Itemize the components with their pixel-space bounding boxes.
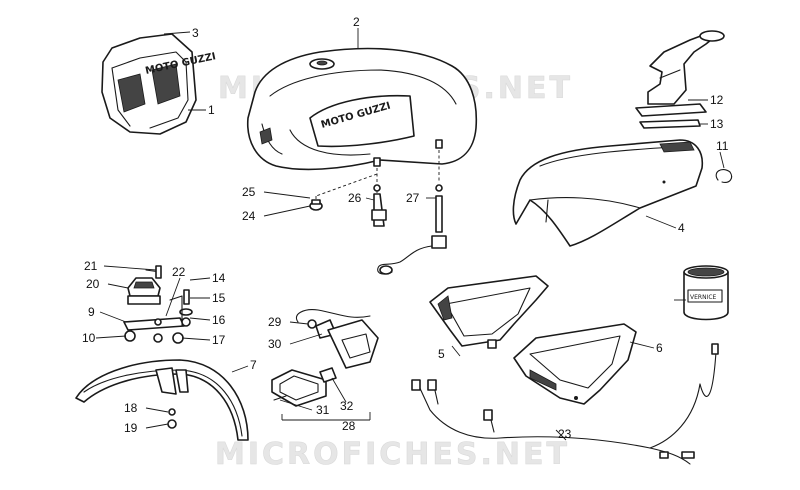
leader-lines (95, 28, 725, 441)
fuel-tank-part: MOTO GUZZI (246, 47, 478, 171)
callout-19: 19 (124, 421, 138, 435)
callout-7: 7 (250, 358, 257, 372)
callout-31: 31 (316, 403, 330, 417)
clip-part (715, 169, 733, 183)
callout-24: 24 (242, 209, 256, 223)
callout-4: 4 (678, 221, 685, 235)
callout-labels: 1 2 3 4 5 6 7 12 13 11 9 10 14 15 16 17 … (82, 15, 729, 441)
callout-28: 28 (342, 419, 356, 433)
callout-30: 30 (268, 337, 282, 351)
callout-21: 21 (84, 259, 98, 273)
right-side-cover-part (513, 323, 637, 405)
callout-18: 18 (124, 401, 138, 415)
callout-29: 29 (268, 315, 282, 329)
can-label: VERNICE (690, 294, 717, 301)
callout-26: 26 (348, 191, 362, 205)
callout-6: 6 (656, 341, 663, 355)
indicator-parts (271, 309, 379, 407)
callout-3: 3 (192, 26, 199, 40)
callout-22: 22 (172, 265, 186, 279)
left-side-cover-part (429, 275, 549, 349)
callout-2: 2 (353, 15, 360, 29)
callout-9: 9 (88, 305, 95, 319)
callout-12: 12 (710, 93, 724, 107)
callout-20: 20 (86, 277, 100, 291)
seat-bracket-part (635, 30, 725, 129)
callout-23: 23 (558, 427, 572, 441)
hardware-parts (123, 265, 193, 344)
callout-5: 5 (438, 347, 445, 361)
callout-25: 25 (242, 185, 256, 199)
watermark-bottom: MICROFICHES.NET (215, 437, 570, 472)
seat-part (512, 139, 704, 247)
callout-27: 27 (406, 191, 420, 205)
callout-13: 13 (710, 117, 724, 131)
callout-14: 14 (212, 271, 226, 285)
instrument-cover-part: MOTO GUZZI (101, 33, 217, 135)
front-mudguard-part (75, 359, 249, 441)
callout-17: 17 (212, 333, 226, 347)
callout-15: 15 (212, 291, 226, 305)
callout-10: 10 (82, 331, 96, 345)
paint-can-part: VERNICE (683, 265, 729, 321)
wiring-harness-part (411, 343, 719, 465)
callout-11: 11 (716, 139, 729, 153)
callout-1: 1 (208, 103, 215, 117)
callout-32: 32 (340, 399, 354, 413)
callout-16: 16 (212, 313, 226, 327)
